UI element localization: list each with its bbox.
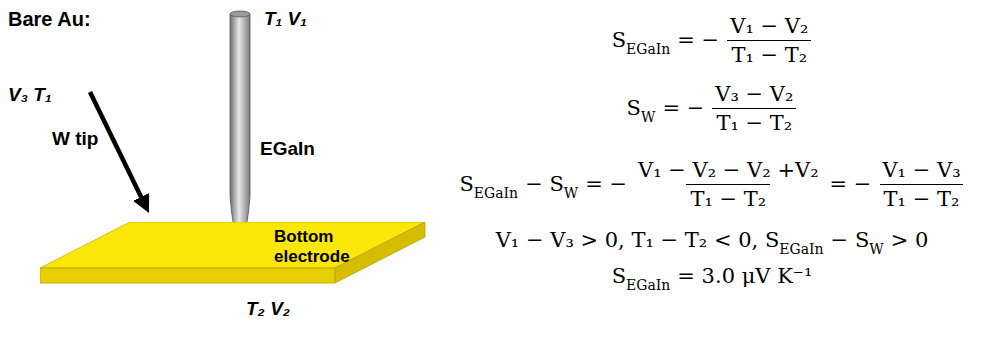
equation-term: − S <box>831 228 870 252</box>
equation-term: S <box>612 264 626 288</box>
term-wrap: S <box>459 172 473 196</box>
subscript: EGaIn <box>626 277 670 293</box>
term-wrap: = − <box>585 172 627 196</box>
term-wrap: = − <box>662 96 704 120</box>
tip-variables: T₁ V₁ <box>264 8 307 30</box>
equation: V₁ − V₃ > 0, T₁ − T₂ < 0, SEGaIn − SW > 0 <box>496 228 929 252</box>
w-tip-variables: V₃ T₁ <box>8 84 52 106</box>
term-wrap: S <box>612 264 626 288</box>
term-wrap: = − <box>677 28 719 52</box>
term-wrap: = 3.0 μV K⁻¹ <box>677 264 812 288</box>
equation: SEGaIn− SW= −V₁ − V₂ − V₂ +V₂T₁ − T₂= −V… <box>459 158 964 211</box>
term-wrap: W <box>869 228 883 252</box>
term-wrap: S <box>612 28 626 52</box>
subscript: W <box>641 109 655 125</box>
equation-term: = 3.0 μV K⁻¹ <box>677 264 812 288</box>
subscript: EGaIn <box>626 41 670 57</box>
denominator: T₁ − T₂ <box>880 184 964 211</box>
w-tip-label: W tip <box>52 128 98 150</box>
equation: SEGaIn = − V₁ − V₂T₁ − T₂ <box>612 14 813 67</box>
equation: SW = − V₃ − V₂T₁ − T₂ <box>627 82 798 135</box>
equation-term: > 0 <box>891 228 929 252</box>
denominator: T₁ − T₂ <box>712 108 796 135</box>
equation: SEGaIn = 3.0 μV K⁻¹ <box>612 264 813 288</box>
plate-front <box>40 268 335 283</box>
subscript: W <box>869 241 883 257</box>
term-wrap: W <box>564 172 578 196</box>
term-wrap: EGaIn <box>779 228 823 252</box>
term-wrap: EGaIn <box>626 264 670 288</box>
fraction: V₁ − V₂T₁ − T₂ <box>726 14 812 67</box>
subscript: EGaIn <box>779 241 823 257</box>
equation-term: − S <box>525 172 564 196</box>
equation-term: = − <box>830 172 872 196</box>
subscript: EGaIn <box>474 185 518 201</box>
electrode-label: Bottom electrode <box>274 227 374 266</box>
equation-term: = − <box>662 96 704 120</box>
numerator: V₁ − V₂ <box>726 14 812 40</box>
term-wrap: V₁ − V₃ > 0, T₁ − T₂ < 0, S <box>496 228 780 252</box>
equation-term: S <box>612 28 626 52</box>
plate-shape <box>40 222 426 284</box>
equation-term: S <box>459 172 473 196</box>
egain-label: EGaIn <box>260 138 315 160</box>
term-wrap: = − <box>830 172 872 196</box>
bottom-electrode: Bottom electrode <box>40 222 426 284</box>
term-wrap: EGaIn <box>626 28 670 52</box>
figure-label: Bare Au: <box>8 8 91 31</box>
numerator: V₁ − V₂ − V₂ +V₂ <box>634 158 823 184</box>
term-wrap: W <box>641 96 655 120</box>
denominator: T₁ − T₂ <box>686 184 770 211</box>
tip-top <box>230 11 250 17</box>
fraction: V₁ − V₃T₁ − T₂ <box>878 158 964 211</box>
subscript: W <box>564 185 578 201</box>
equation-term: = − <box>677 28 719 52</box>
equation-term: S <box>627 96 641 120</box>
numerator: V₁ − V₃ <box>878 158 964 184</box>
electrode-variables: T₂ V₂ <box>246 298 290 320</box>
fraction: V₃ − V₂T₁ − T₂ <box>711 82 797 135</box>
term-wrap: − S <box>525 172 564 196</box>
term-wrap: EGaIn <box>474 172 518 196</box>
numerator: V₃ − V₂ <box>711 82 797 108</box>
equation-term: V₁ − V₃ > 0, T₁ − T₂ < 0, S <box>496 228 780 252</box>
term-wrap: > 0 <box>891 228 929 252</box>
equation-term: = − <box>585 172 627 196</box>
fraction: V₁ − V₂ − V₂ +V₂T₁ − T₂ <box>634 158 823 211</box>
egain-tip <box>230 14 250 250</box>
denominator: T₁ − T₂ <box>727 40 811 67</box>
term-wrap: S <box>627 96 641 120</box>
term-wrap: − S <box>831 228 870 252</box>
